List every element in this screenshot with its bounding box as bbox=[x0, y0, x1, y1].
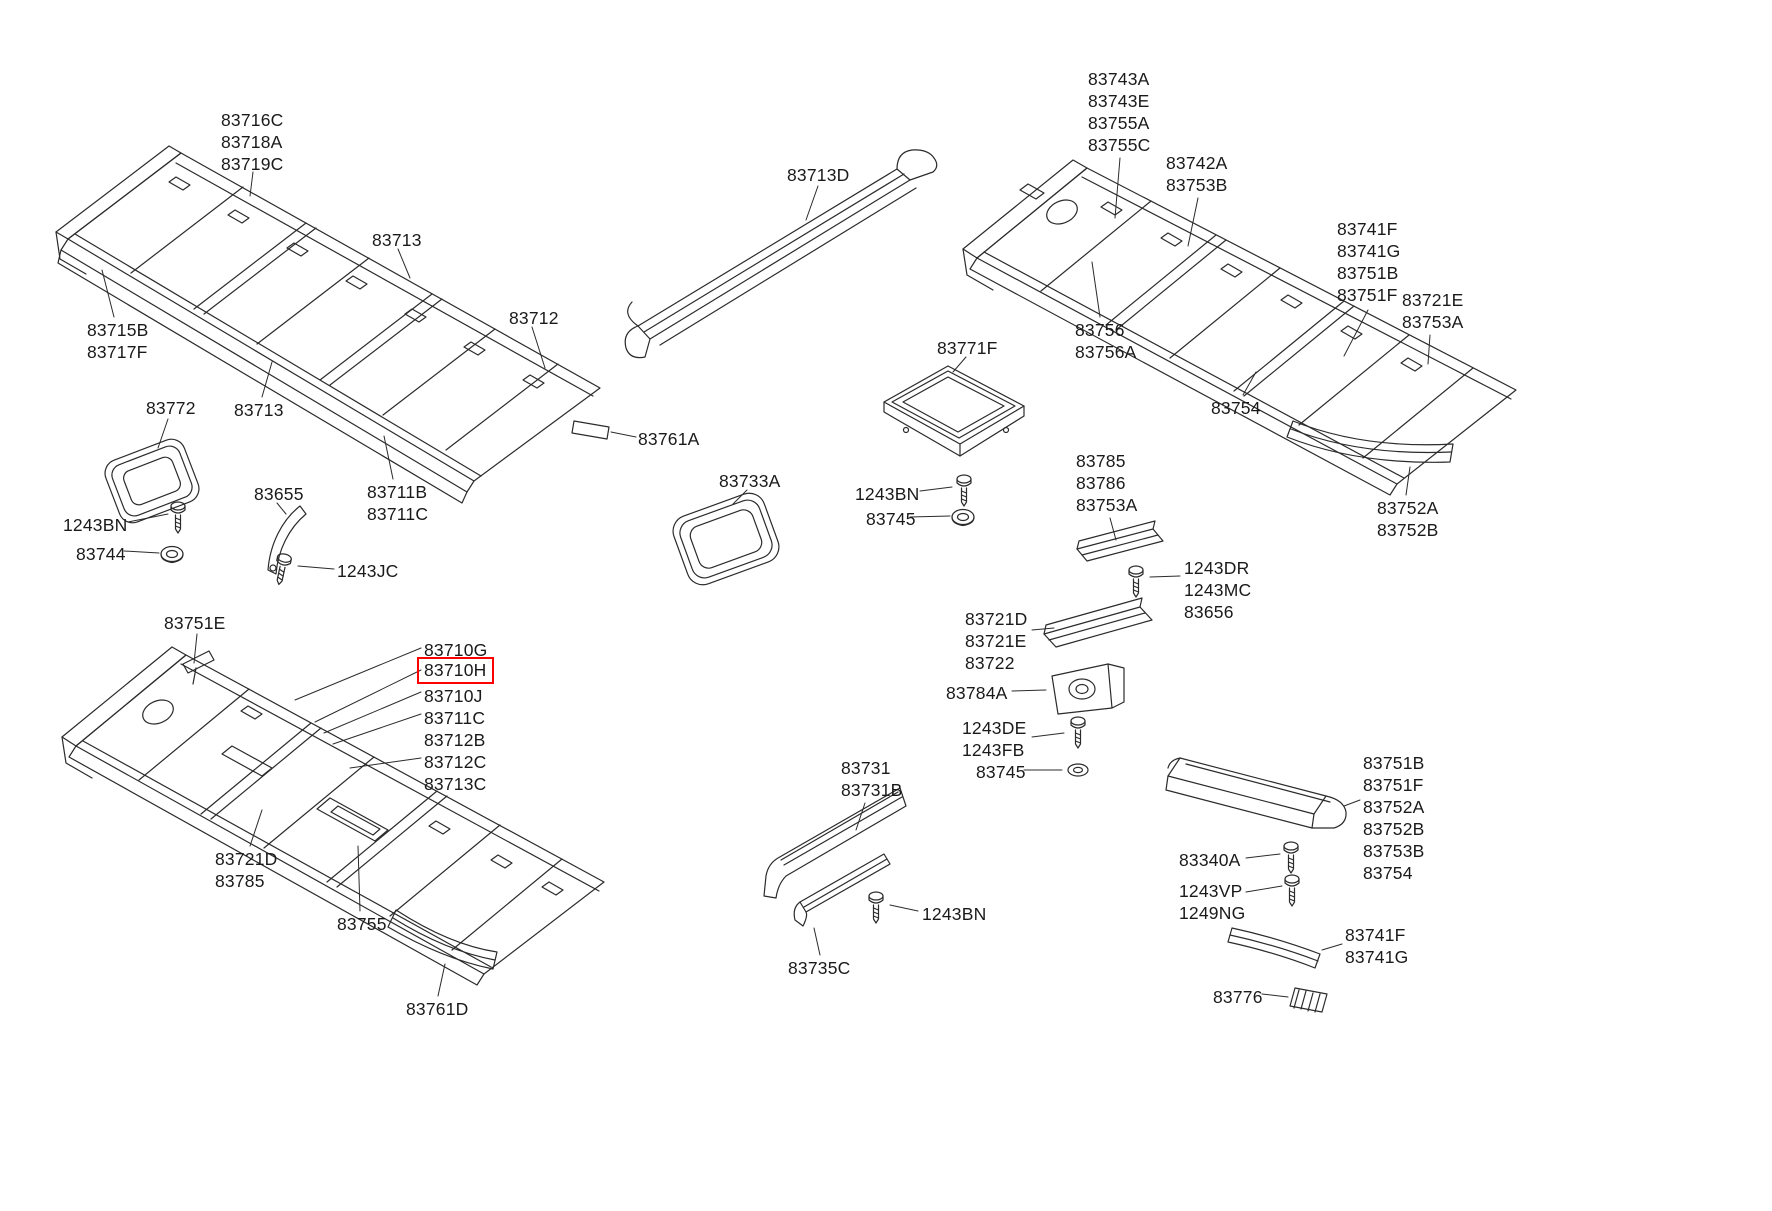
bracket-83735c-drawing bbox=[793, 853, 891, 927]
upper-left-roof-bow-assembly-drawing bbox=[55, 145, 601, 504]
part-label-83710g: 83710G bbox=[424, 640, 488, 660]
part-label-83743a-group: 83743A 83743E 83755A 83755C bbox=[1088, 69, 1151, 155]
part-label-83761a: 83761A bbox=[638, 429, 700, 449]
part-label-1243vp-group: 1243VP 1249NG bbox=[1179, 881, 1246, 923]
screw-1243bn-bottom-icon bbox=[868, 891, 884, 924]
part-label-83713-mid: 83713 bbox=[234, 400, 284, 420]
part-label-1243bn-mid: 1243BN bbox=[855, 484, 920, 504]
part-label-83731-group: 83731 83731B bbox=[841, 758, 903, 800]
part-label-83713d: 83713D bbox=[787, 165, 850, 185]
sunroof-frame-83771f-drawing bbox=[883, 365, 1025, 457]
bracket-83655-drawing bbox=[267, 505, 307, 575]
part-label-1243dr-group: 1243DR 1243MC 83656 bbox=[1184, 558, 1252, 622]
bracket-83784a-drawing bbox=[1051, 663, 1125, 715]
grommet-83744-icon bbox=[160, 545, 184, 564]
part-label-83710j-group: 83710J 83711C 83712B 83712C 83713C bbox=[424, 686, 487, 794]
part-label-83735c: 83735C bbox=[788, 958, 851, 978]
part-label-83741f-group-top: 83741F 83741G 83751B 83751F bbox=[1337, 219, 1401, 305]
part-label-83721e-group: 83721E 83753A bbox=[1402, 290, 1464, 332]
part-label-83754: 83754 bbox=[1211, 398, 1261, 418]
part-label-1243jc: 1243JC bbox=[337, 561, 399, 581]
part-label-83776: 83776 bbox=[1213, 987, 1263, 1007]
part-label-83784a: 83784A bbox=[946, 683, 1008, 703]
rail-83785-drawing bbox=[1076, 520, 1164, 562]
screw-1243de-icon bbox=[1070, 716, 1086, 749]
part-label-83741f-group-bottom: 83741F 83741G bbox=[1345, 925, 1409, 967]
part-label-83655: 83655 bbox=[254, 484, 304, 504]
upper-right-roof-bow-assembly-drawing bbox=[962, 159, 1517, 496]
bow-83761d-drawing bbox=[387, 909, 498, 970]
part-label-1243bn-left: 1243BN bbox=[63, 515, 128, 535]
screw-1243jc-icon bbox=[271, 552, 293, 587]
part-label-83340a: 83340A bbox=[1179, 850, 1241, 870]
washer-83745-icon bbox=[1067, 763, 1089, 777]
part-label-83721d-group-left: 83721D 83785 bbox=[215, 849, 278, 891]
part-label-83745-low: 83745 bbox=[976, 762, 1026, 782]
screw-1243vp-icon bbox=[1284, 874, 1300, 907]
strip-83741f-drawing bbox=[1227, 927, 1321, 969]
part-label-83713-top: 83713 bbox=[372, 230, 422, 250]
part-label-83761d: 83761D bbox=[406, 999, 469, 1019]
rail-83751b-drawing bbox=[1165, 757, 1347, 829]
part-label-83756-group: 83756 83756A bbox=[1075, 320, 1137, 362]
part-label-83712: 83712 bbox=[509, 308, 559, 328]
cover-83733a-drawing bbox=[672, 492, 780, 586]
part-label-83752a-group: 83752A 83752B bbox=[1377, 498, 1439, 540]
cover-83772-drawing bbox=[104, 438, 200, 524]
leader-lines bbox=[101, 157, 1431, 998]
part-label-83733a: 83733A bbox=[719, 471, 781, 491]
part-label-83715b-group: 83715B 83717F bbox=[87, 320, 149, 362]
part-label-83771f: 83771F bbox=[937, 338, 998, 358]
strip-83761a-drawing bbox=[571, 420, 610, 440]
nut-83745-mid-icon bbox=[951, 508, 975, 527]
screw-1243bn-mid-icon bbox=[956, 474, 972, 507]
screw-83340a-icon bbox=[1283, 841, 1299, 874]
part-label-83772: 83772 bbox=[146, 398, 196, 418]
part-label-83755: 83755 bbox=[337, 914, 387, 934]
part-83776-drawing bbox=[1289, 987, 1328, 1013]
part-label-83710h-highlighted: 83710H bbox=[417, 657, 494, 684]
part-label-83745-mid: 83745 bbox=[866, 509, 916, 529]
rail-83721d-drawing bbox=[1043, 597, 1153, 648]
part-label-83716c-group: 83716C 83718A 83719C bbox=[221, 110, 284, 174]
part-label-83744: 83744 bbox=[76, 544, 126, 564]
part-label-83785-group: 83785 83786 83753A bbox=[1076, 451, 1138, 515]
part-label-83751b-group-bottom: 83751B 83751F 83752A 83752B 83753B 83754 bbox=[1363, 753, 1425, 883]
part-label-1243bn-bottom: 1243BN bbox=[922, 904, 987, 924]
screw-1243dr-icon bbox=[1128, 565, 1144, 598]
panel-corner-83731-drawing bbox=[763, 787, 907, 899]
part-label-83742a-group: 83742A 83753B bbox=[1166, 153, 1228, 195]
part-label-83721d-group-right: 83721D 83721E 83722 bbox=[965, 609, 1028, 673]
part-label-83751e: 83751E bbox=[164, 613, 226, 633]
part-label-1243de-group: 1243DE 1243FB bbox=[962, 718, 1027, 760]
roof-rail-83713d-drawing bbox=[624, 149, 938, 359]
part-label-83711b-group: 83711B 83711C bbox=[367, 482, 429, 524]
lower-left-roof-bow-assembly-drawing bbox=[61, 646, 605, 986]
